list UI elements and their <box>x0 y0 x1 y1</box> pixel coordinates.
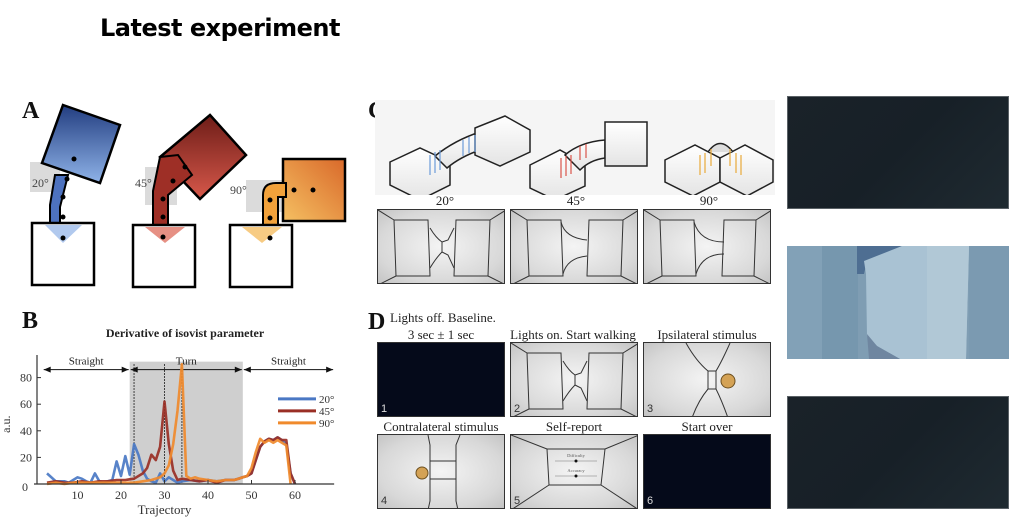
panel-d-letter: D <box>368 309 386 335</box>
y-axis-label: a.u. <box>0 415 13 432</box>
legend-item: 90° <box>278 418 334 430</box>
panel-a-floorplans: 20° 45° 90° <box>30 103 347 289</box>
vr-frame-dark-1 <box>787 96 1009 209</box>
step-6-screen: 6 <box>643 434 771 509</box>
step-4-screen: 4 <box>377 434 505 509</box>
step-3-screen: 3 <box>643 342 771 417</box>
step-number: 2 <box>514 403 521 415</box>
stimulus-dot <box>415 466 429 480</box>
segment-arrow: Straight <box>243 356 334 373</box>
step-3-title: Ipsilateral stimulus <box>657 327 757 342</box>
y-tick-label: 60 <box>20 397 32 411</box>
x-tick-label: 60 <box>289 488 301 502</box>
legend-label: 90° <box>319 418 334 430</box>
model-label-45: 45° <box>566 193 586 208</box>
y-tick-label: 20 <box>20 450 32 464</box>
step-1-title: Lights off. Baseline. <box>390 310 496 325</box>
arrow-head-right <box>121 366 129 373</box>
legend-item: 20° <box>278 394 334 406</box>
step-6-title: Start over <box>681 419 733 434</box>
panel-c-3d-models <box>375 100 775 195</box>
legend-item: 45° <box>278 406 334 418</box>
corridor-view-90 <box>643 209 771 284</box>
segment-label: Turn <box>176 356 197 368</box>
model-label-20: 20° <box>435 193 455 208</box>
x-tick-label: 20 <box>115 488 127 502</box>
isovist-chart: Derivative of isovist parameter Straight… <box>0 326 334 517</box>
step-4-title: Contralateral stimulus <box>383 419 499 434</box>
panel-a-letter: A <box>22 98 40 124</box>
floorplan-90: 90° <box>228 157 347 289</box>
legend-label: 45° <box>319 406 334 418</box>
angle-label: 45° <box>135 176 152 190</box>
angle-label: 20° <box>32 176 49 190</box>
step-1-subtitle: 3 sec ± 1 sec <box>407 327 475 342</box>
model-90 <box>664 142 774 195</box>
panel-b-letter: B <box>22 308 39 334</box>
arrow-head-right <box>234 366 242 373</box>
x-tick-label: 10 <box>72 488 84 502</box>
floorplan-45: 45° <box>131 113 248 289</box>
step-number: 6 <box>647 495 654 507</box>
page-title: Latest experiment <box>100 14 340 42</box>
step-number: 3 <box>647 403 654 415</box>
model-45 <box>529 121 648 195</box>
x-tick-label: 50 <box>246 488 258 502</box>
accuracy-scale-label: Accuracy <box>567 468 585 473</box>
angle-label: 90° <box>230 183 247 197</box>
step-1-screen: 1 <box>377 342 505 417</box>
vr-frame-dark-2 <box>787 396 1009 509</box>
series-line-90deg <box>46 362 292 486</box>
x-axis-label: Trajectory <box>138 502 192 517</box>
stimulus-dot <box>720 373 736 389</box>
step-2-title: Lights on. Start walking <box>510 327 636 342</box>
segment-arrow: Straight <box>43 356 129 373</box>
step-number: 5 <box>514 495 521 507</box>
x-tick-label: 30 <box>159 488 171 502</box>
corridor-view-20 <box>377 209 505 284</box>
x-tick-label: 40 <box>202 488 214 502</box>
step-number: 4 <box>381 495 388 507</box>
corridor-view-45 <box>510 209 638 284</box>
model-20 <box>389 115 531 195</box>
y-tick-label: 80 <box>20 371 32 385</box>
y-tick-label: 40 <box>20 424 32 438</box>
arrow-head-left <box>130 366 138 373</box>
step-5-screen: Difficulty Accuracy 5 <box>510 434 638 509</box>
arrow-head-left <box>43 366 51 373</box>
step-number: 1 <box>381 403 388 415</box>
segment-label: Straight <box>69 356 104 368</box>
model-label-90: 90° <box>699 193 719 208</box>
segment-label: Straight <box>271 356 306 368</box>
floorplan-20: 20° <box>30 103 122 287</box>
arrow-head-left <box>243 366 251 373</box>
step-5-title: Self-report <box>545 419 603 434</box>
vr-frame-corridor <box>787 246 1009 359</box>
chart-title: Derivative of isovist parameter <box>106 326 265 340</box>
legend-label: 20° <box>319 394 334 406</box>
y-tick-label: 0 <box>22 480 28 494</box>
arrow-head-right <box>326 366 334 373</box>
target-room <box>40 103 122 185</box>
step-2-screen: 2 <box>510 342 638 417</box>
difficulty-scale-label: Difficulty <box>567 453 585 458</box>
